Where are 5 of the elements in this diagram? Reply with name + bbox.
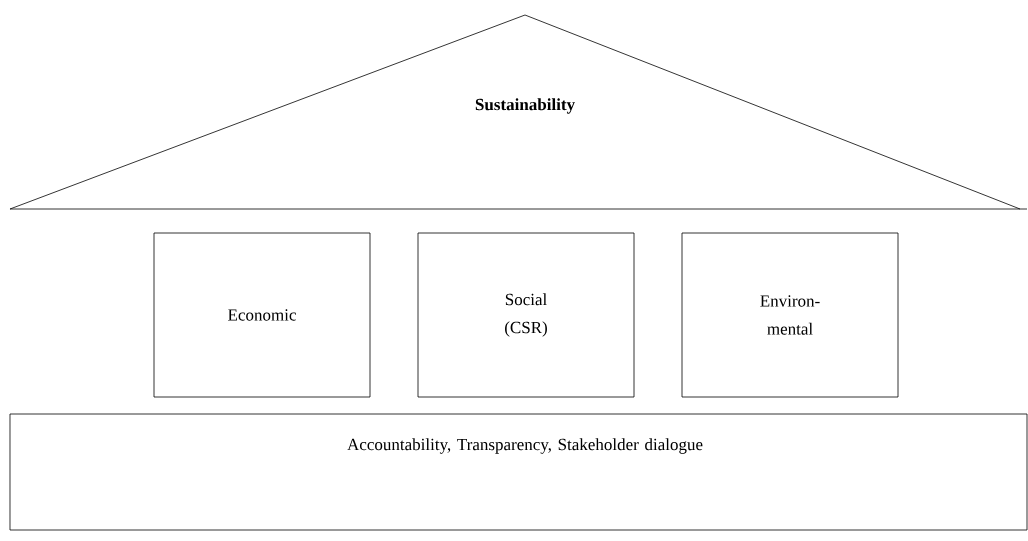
roof-triangle: Sustainability	[9, 14, 1028, 210]
pillar-box: Economic	[153, 232, 371, 398]
pillar-box: Social (CSR)	[417, 232, 635, 398]
foundation-box: Accountability, Transparency, Stakeholder dialogue	[9, 413, 1028, 531]
pillar-box: Environ- mental	[681, 232, 899, 398]
